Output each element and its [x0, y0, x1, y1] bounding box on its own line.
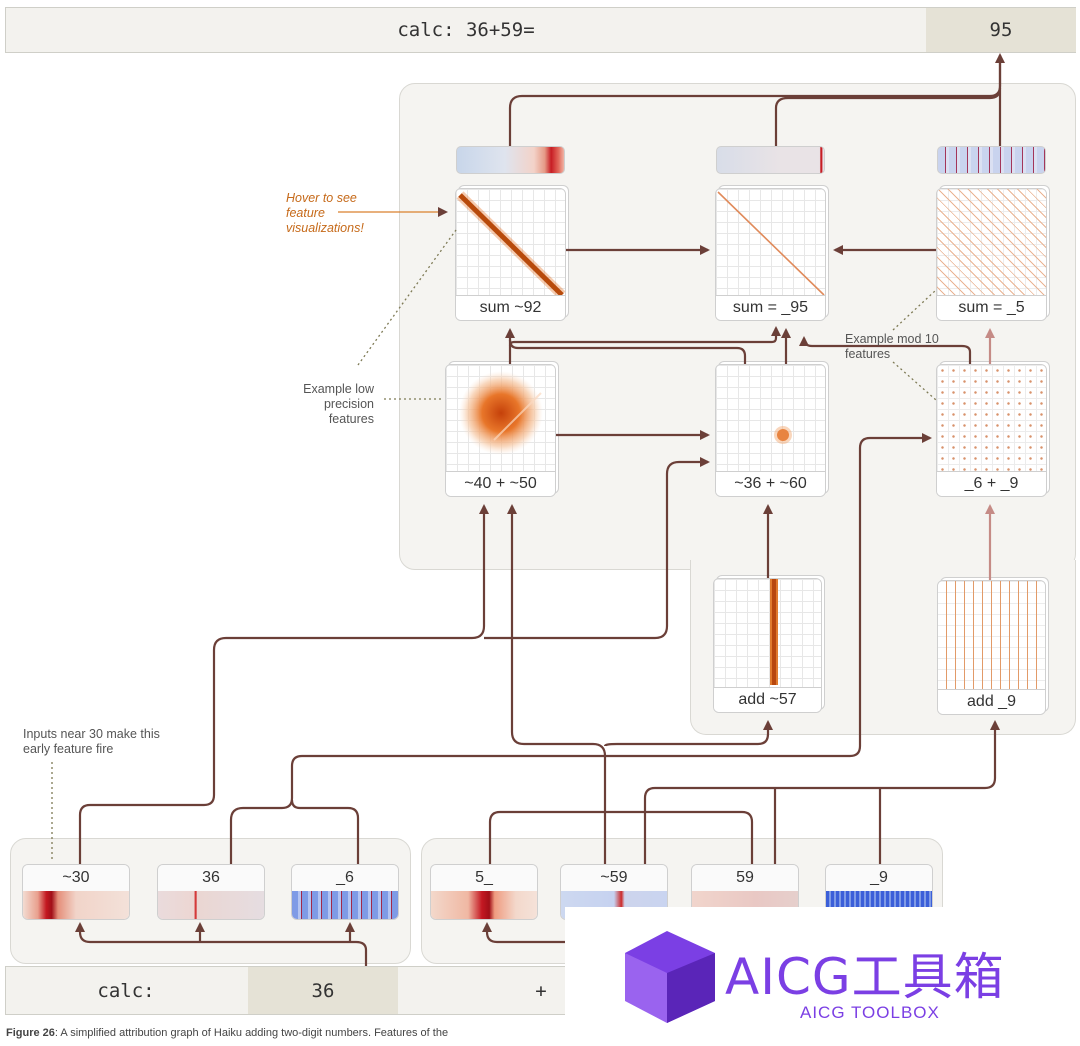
feature-card-sum-95[interactable]: sum = _95	[715, 188, 826, 321]
token-strip	[158, 891, 264, 919]
logit-strip-sum5	[937, 146, 1046, 174]
feature-card-sum-92[interactable]: sum ~92	[455, 188, 566, 321]
blob-plot	[459, 371, 543, 455]
diagonal-band-plot	[456, 191, 565, 299]
token-label: ~59	[561, 865, 667, 892]
output-bar: calc: 36+59= 95	[5, 7, 1076, 53]
logit-strip-sum95	[716, 146, 825, 174]
feature-label: sum = _95	[716, 295, 825, 320]
token-label: 36	[158, 865, 264, 892]
watermark-subtitle: AICG TOOLBOX	[800, 1003, 940, 1022]
feature-card-40-50[interactable]: ~40 + ~50	[445, 364, 556, 497]
output-prompt: calc: 36+59=	[397, 19, 535, 41]
input-token-plus[interactable]: +	[535, 979, 547, 1002]
feature-viz-blob	[446, 365, 555, 472]
token-feature-6[interactable]: _6	[291, 864, 399, 920]
feature-card-add-9[interactable]: add _9	[937, 580, 1046, 715]
output-answer: 95	[926, 8, 1076, 52]
token-label: 5_	[431, 865, 537, 892]
token-feature-5[interactable]: 5_	[430, 864, 538, 920]
feature-label: add _9	[938, 689, 1045, 714]
low-precision-note: Example low precision features	[303, 382, 374, 426]
feature-card-add-57[interactable]: add ~57	[713, 578, 822, 713]
token-strip	[292, 891, 398, 919]
watermark-title: AICG工具箱	[725, 948, 1005, 1006]
token-feature-36[interactable]: 36	[157, 864, 265, 920]
inputs-near-30-note: Inputs near 30 make this early feature f…	[23, 727, 160, 756]
feature-label: add ~57	[714, 687, 821, 712]
mod10-note: Example mod 10 features	[845, 332, 939, 361]
thin-diagonal-plot	[717, 191, 825, 296]
dot-plot	[774, 426, 792, 444]
watermark: AICG工具箱 AICG TOOLBOX	[565, 907, 1080, 1046]
aicg-logo-icon	[625, 931, 715, 1023]
figure-caption: Figure 26: A simplified attribution grap…	[6, 1027, 448, 1039]
input-prefix: calc:	[97, 979, 155, 1002]
feature-label: sum ~92	[456, 295, 565, 320]
vertical-line-plot	[770, 579, 778, 685]
feature-viz-multi-diagonal	[937, 189, 1046, 296]
feature-label: _6 + _9	[937, 471, 1046, 496]
feature-label: ~40 + ~50	[446, 471, 555, 496]
feature-card-6-9[interactable]: _6 + _9	[936, 364, 1047, 497]
token-strip	[431, 891, 537, 919]
input-token-36[interactable]: 36	[248, 967, 398, 1014]
hover-hint: Hover to see feature visualizations!	[286, 191, 364, 235]
token-feature-30[interactable]: ~30	[22, 864, 130, 920]
caption-text: : A simplified attribution graph of Haik…	[54, 1027, 449, 1039]
feature-card-36-60[interactable]: ~36 + ~60	[715, 364, 826, 497]
feature-label: sum = _5	[937, 295, 1046, 320]
feature-viz-sparse-grid	[937, 365, 1046, 472]
caption-label: Figure 26	[6, 1027, 55, 1039]
feature-viz-thin-diagonal	[716, 189, 825, 296]
logit-strip-sum92	[456, 146, 565, 174]
token-label: ~30	[23, 865, 129, 892]
feature-viz-dot	[716, 365, 825, 472]
feature-viz-diagonal-band	[456, 189, 565, 299]
feature-viz-vertical-stripes	[938, 581, 1045, 690]
token-strip	[23, 891, 129, 919]
token-label: _9	[826, 865, 932, 892]
feature-viz-vertical-line	[714, 579, 821, 688]
feature-card-sum-5[interactable]: sum = _5	[936, 188, 1047, 321]
feature-label: ~36 + ~60	[716, 471, 825, 496]
